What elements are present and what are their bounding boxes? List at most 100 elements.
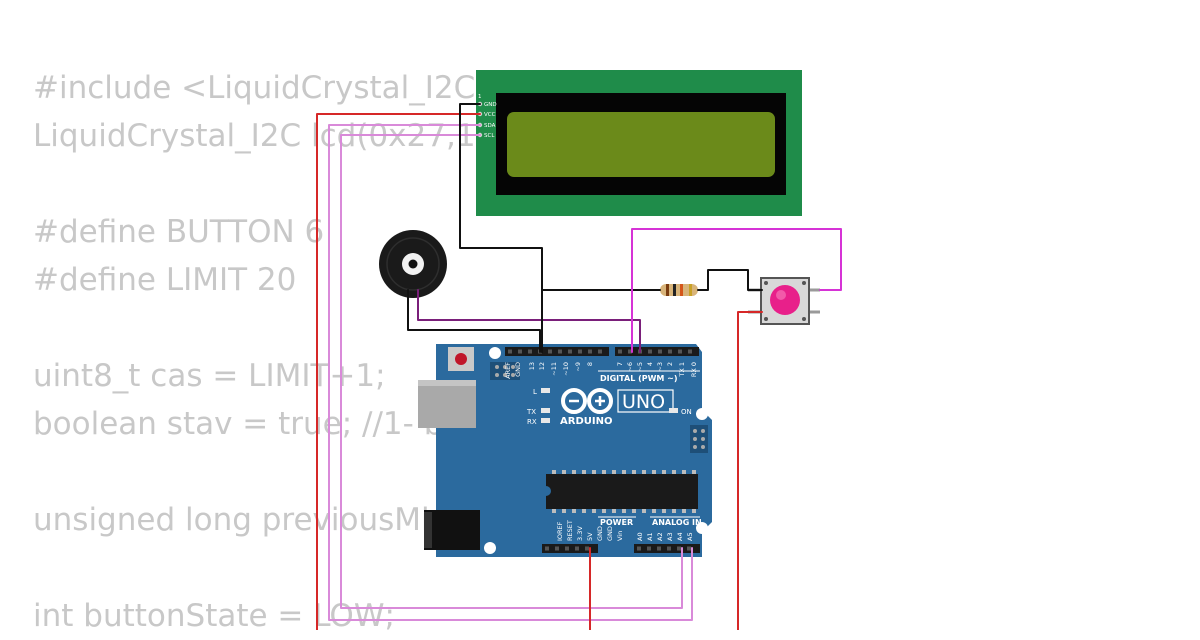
pin-label: RESET: [566, 520, 574, 541]
power-header: [542, 544, 598, 553]
button-cap: [770, 285, 800, 315]
header-pin-hole: [628, 349, 632, 354]
pin-label: ~3: [656, 362, 664, 372]
header-pin-hole: [528, 349, 532, 354]
analog-label: ANALOG IN: [652, 518, 702, 527]
icsp-pin: [701, 437, 705, 441]
model-box: [617, 389, 674, 413]
chip-pin: [592, 509, 596, 513]
chip-pins: [552, 470, 696, 513]
chip-pin: [642, 470, 646, 474]
push-button[interactable]: [748, 277, 820, 325]
chip-pin: [582, 509, 586, 513]
digital-header-right: [615, 347, 699, 356]
pin-label: 5V: [586, 532, 594, 541]
chip-pin: [662, 509, 666, 513]
icsp-pin: [701, 429, 705, 433]
header-pin-hole: [588, 349, 592, 354]
logo-ring: [561, 388, 587, 414]
mounting-hole: [484, 542, 496, 554]
header-pin-hole: [545, 546, 549, 551]
wire-button-signal: [631, 228, 842, 353]
resistor-band: [666, 284, 669, 296]
usb-port: [418, 380, 476, 428]
header-pin-hole: [677, 546, 681, 551]
wire-resistor-gnd: [541, 289, 661, 353]
pin-label: A0: [636, 532, 644, 541]
lcd-module[interactable]: 1 GND VCC SDA SCL: [476, 70, 802, 216]
button-cap-highlight: [776, 290, 786, 300]
header-pin-hole: [575, 546, 579, 551]
header-pin-hole: [578, 349, 582, 354]
pin-label: 2: [666, 362, 674, 366]
header-pin-hole: [565, 546, 569, 551]
pin-label: ~11: [550, 362, 558, 376]
wire-buzzer-signal: [417, 289, 641, 353]
mounting-hole: [696, 408, 708, 420]
chip-pin: [682, 470, 686, 474]
buzzer-hole: [408, 259, 418, 269]
bottom-pin-labels: IOREF RESET 3.3V 5V GND GND Vin A0 A1 A2…: [556, 520, 694, 541]
chip-pin: [572, 509, 576, 513]
resistor-band: [689, 284, 692, 296]
resistor-body: [660, 284, 698, 296]
chip-pin: [632, 509, 636, 513]
pin-label: GND: [514, 362, 522, 377]
led-l-label: L: [533, 388, 537, 396]
header-pin-hole: [585, 546, 589, 551]
arduino-logo-icon: [561, 388, 613, 414]
header-pin-hole: [598, 349, 602, 354]
lcd-screen: [507, 112, 775, 177]
header-pin-hole: [555, 546, 559, 551]
chip-pin: [552, 470, 556, 474]
pin-label: IOREF: [556, 521, 564, 541]
buzzer[interactable]: [379, 230, 447, 298]
pin-label: 13: [528, 362, 536, 370]
pin-label: 3.3V: [576, 526, 584, 541]
lcd-pin-label: VCC: [484, 112, 496, 118]
pin-label: 12: [538, 362, 546, 370]
icsp-pin: [693, 445, 697, 449]
chip-pin: [582, 470, 586, 474]
header-pin-hole: [618, 349, 622, 354]
chip-pin: [672, 470, 676, 474]
pin-label: RX 0: [690, 362, 698, 377]
chip-pin: [612, 509, 616, 513]
pin-label: ~9: [574, 362, 582, 372]
chip-pin: [592, 470, 596, 474]
chip-pin: [602, 509, 606, 513]
lcd-pin-label: SDA: [484, 123, 496, 129]
microcontroller-chip: [546, 474, 698, 509]
brand-label: ARDUINO: [560, 416, 612, 427]
chip-pin: [562, 509, 566, 513]
resistor-band: [673, 284, 676, 296]
icsp-base: [690, 425, 708, 453]
digital-header-left: [505, 347, 609, 356]
pin-label: AREF: [504, 362, 512, 379]
chip-pin: [622, 470, 626, 474]
logo-ring: [587, 388, 613, 414]
header-pin-hole: [688, 349, 692, 354]
chip-notch: [546, 486, 551, 496]
led-on: [669, 408, 678, 413]
button-corner: [764, 281, 768, 285]
pin-label: Vin: [616, 531, 624, 541]
wire-resistor-button: [697, 269, 763, 291]
chip-pin: [692, 509, 696, 513]
icsp-pin: [511, 365, 515, 369]
icsp-pin: [503, 373, 507, 377]
wire-lcd-vcc: [316, 113, 481, 630]
chip-pin: [632, 470, 636, 474]
chip-pin: [692, 470, 696, 474]
mounting-hole: [696, 522, 708, 534]
pin-label: 8: [586, 362, 594, 366]
lcd-pin-label: SCL: [484, 133, 495, 139]
header-pin-hole: [558, 349, 562, 354]
pin-label: A3: [666, 532, 674, 541]
pin-label: GND: [596, 526, 604, 541]
chip-pin: [682, 509, 686, 513]
arduino-uno-board[interactable]: AREF GND 13 12 ~11 ~10 ~9 8 7 ~6 ~5 4 ~3…: [418, 344, 712, 557]
pin-label: A4: [676, 532, 684, 541]
reset-button-cap: [455, 353, 467, 365]
